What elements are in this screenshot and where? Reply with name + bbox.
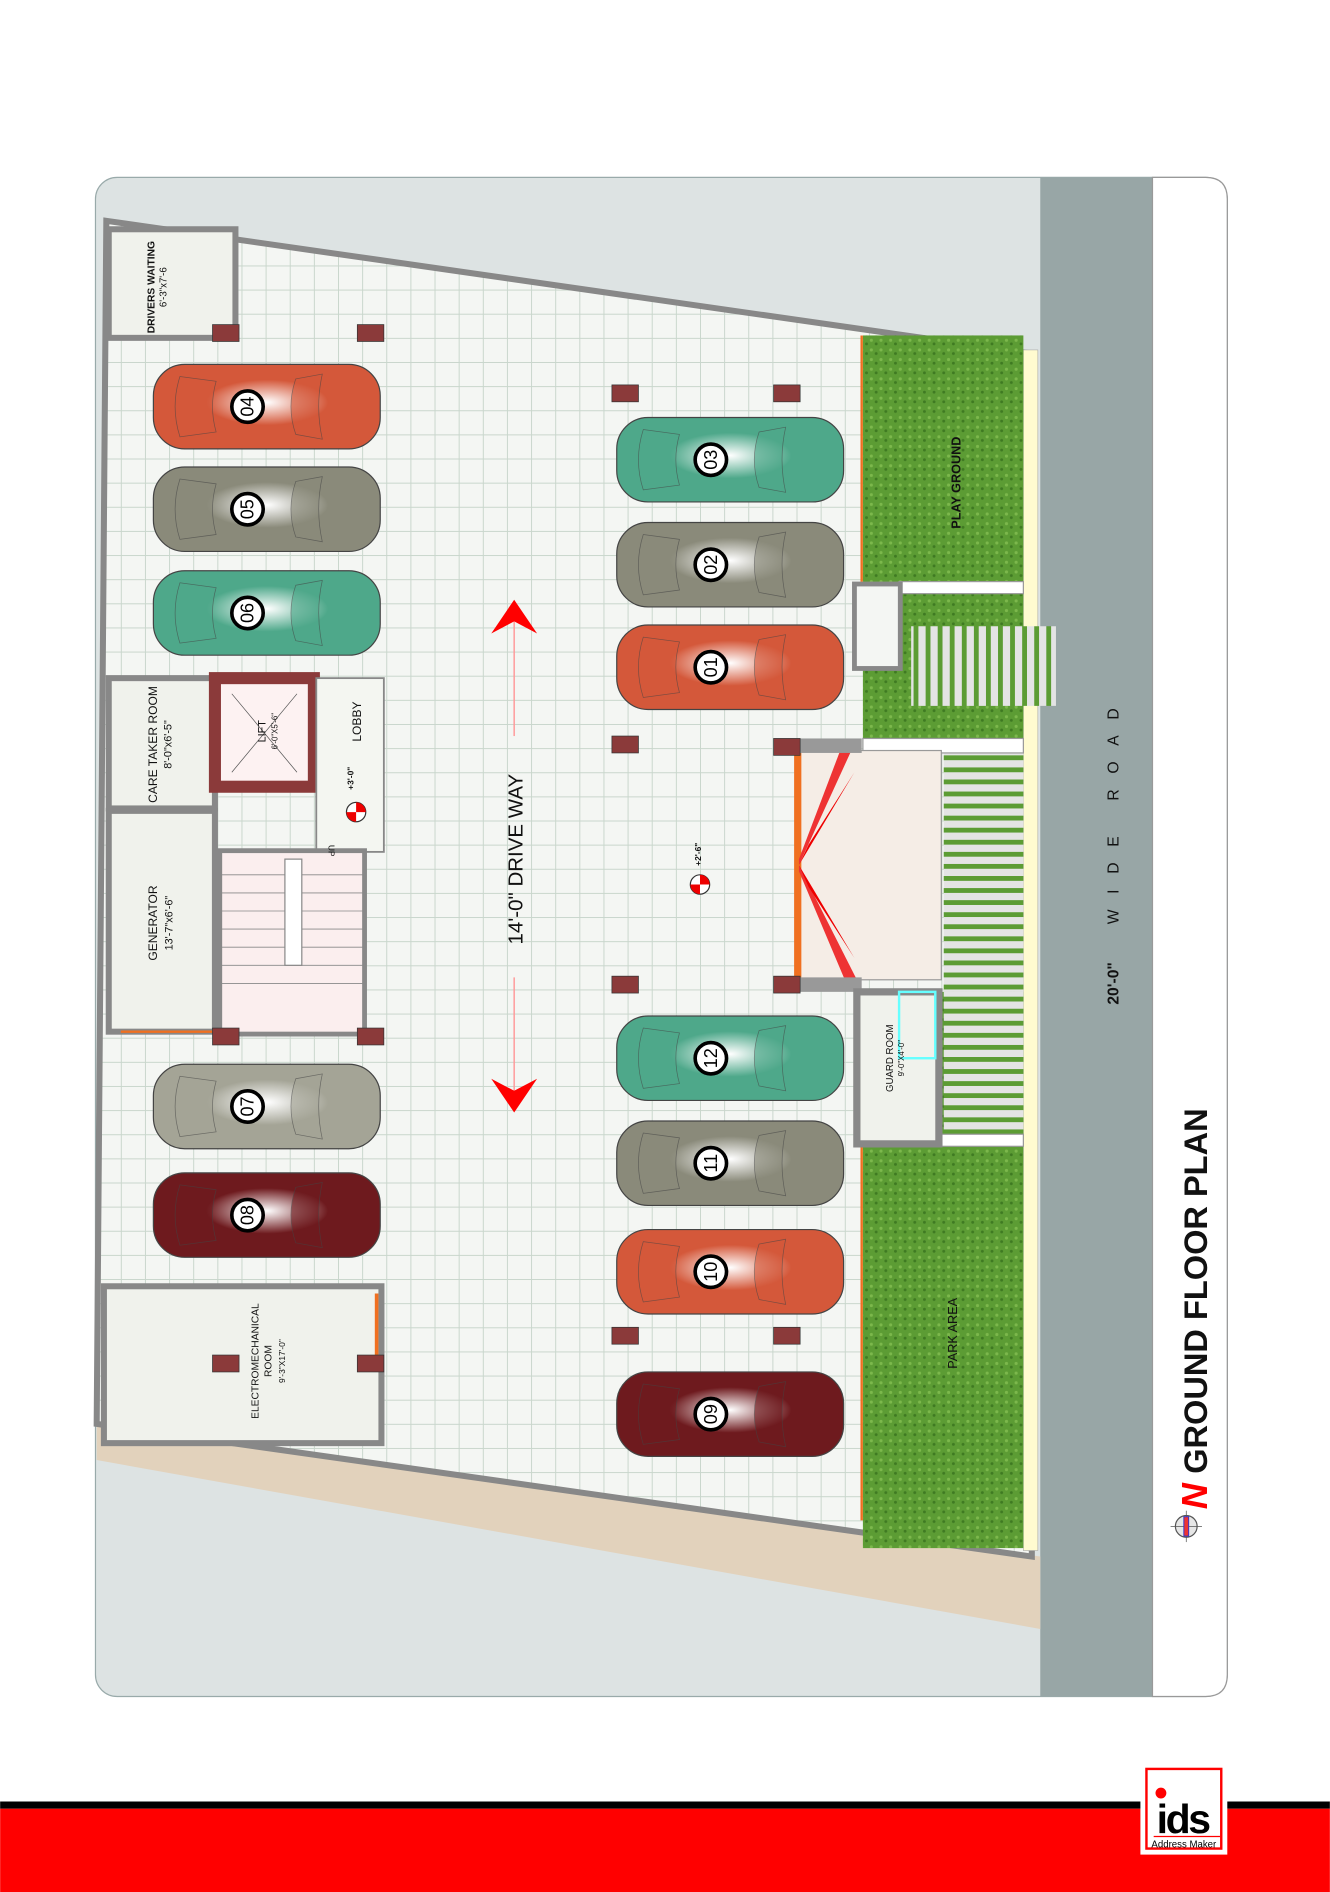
generator-room xyxy=(105,807,218,1035)
footer-band xyxy=(0,1808,1330,1892)
car-number: 10 xyxy=(701,1262,721,1282)
lift-size: 6'-0"X5'-6" xyxy=(271,713,280,750)
car-number: 12 xyxy=(701,1048,721,1068)
north-arrow-icon xyxy=(1170,1510,1202,1543)
generator-size: 13'-7"x6'-6" xyxy=(164,896,176,951)
north-label: N xyxy=(1174,1482,1215,1509)
parking-car-08: 08 xyxy=(152,1172,381,1258)
car-number: 06 xyxy=(238,603,258,623)
planter xyxy=(852,581,903,671)
front-steps xyxy=(911,626,1056,706)
footer-line xyxy=(0,1801,1330,1809)
title-strip xyxy=(1151,176,1228,1698)
guard-room-label: GUARD ROOM xyxy=(885,1024,896,1092)
drivers-waiting-label: DRIVERS WAITING xyxy=(147,241,158,333)
car-number: 04 xyxy=(238,397,258,417)
guard-room-size: 9'-0"X4'-0" xyxy=(897,1040,906,1077)
parking-car-10: 10 xyxy=(616,1228,845,1315)
arrow-up-icon xyxy=(491,599,538,634)
car-number: 11 xyxy=(701,1154,721,1173)
car-number: 01 xyxy=(701,657,721,677)
parking-car-07: 07 xyxy=(152,1063,381,1150)
care-taker-size: 8'-0"x6'-5" xyxy=(162,720,174,769)
ids-logo: ids Address Maker xyxy=(1140,1765,1228,1855)
lift-label: LIFT xyxy=(257,720,269,743)
level-marker-driveway xyxy=(689,874,711,895)
parking-car-09: 09 xyxy=(616,1371,845,1458)
lobby xyxy=(315,677,385,853)
logo-tagline: Address Maker xyxy=(1151,1839,1217,1850)
drivers-waiting-room xyxy=(105,226,239,341)
arrow-down-icon xyxy=(491,1078,538,1113)
electromechanical-room xyxy=(100,1283,385,1447)
parking-car-01: 01 xyxy=(616,624,845,711)
entrance-ramp xyxy=(798,749,942,981)
road-width: 20'-0" xyxy=(1106,962,1123,1005)
parking-car-11: 11 xyxy=(616,1120,845,1207)
parking-car-06: 06 xyxy=(152,570,381,656)
parking-car-12: 12 xyxy=(616,1015,845,1102)
play-ground-lawn xyxy=(862,335,1024,582)
electromechanical-label: ELECTROMECHANICAL xyxy=(250,1303,261,1419)
boundary-strip xyxy=(96,1423,1041,1629)
care-taker-label: CARE TAKER ROOM xyxy=(146,686,160,803)
level-marker-lobby xyxy=(345,801,367,823)
lift-shaft xyxy=(208,672,320,793)
car-number: 09 xyxy=(701,1404,721,1424)
play-ground-label: PLAY GROUND xyxy=(950,437,964,529)
logo-mark: ids xyxy=(1157,1796,1211,1842)
parking-car-04: 04 xyxy=(152,363,381,450)
driveway-arrows xyxy=(491,599,538,1113)
car-number: 07 xyxy=(238,1096,258,1116)
electromechanical-size: 9'-3"X17'-0" xyxy=(277,1339,287,1383)
lobby-level: +3'-0" xyxy=(346,767,356,790)
park-area-lawn xyxy=(862,1143,1024,1549)
drivers-waiting-size: 6'-3"x7'-6 xyxy=(159,267,170,307)
driveway-label: 14'-0" DRIVE WAY xyxy=(505,773,528,944)
lobby-label: LOBBY xyxy=(350,701,364,741)
generator-label: GENERATOR xyxy=(146,885,160,960)
parking-car-02: 02 xyxy=(616,521,845,608)
road xyxy=(1040,177,1153,1697)
entry-steps xyxy=(943,738,1024,992)
stair-up-label: UP xyxy=(326,845,336,857)
parking-car-03: 03 xyxy=(616,416,845,503)
driveway-level: +2'-6" xyxy=(693,843,703,866)
electromechanical-label-2: ROOM xyxy=(264,1345,275,1377)
car-number: 03 xyxy=(701,450,721,470)
guard-steps xyxy=(943,991,1024,1144)
road-label: WIDE ROAD xyxy=(1106,693,1123,925)
parking-car-05: 05 xyxy=(152,466,381,553)
car-number: 02 xyxy=(701,555,721,575)
page-title: GROUND FLOOR PLAN xyxy=(1178,1108,1214,1473)
pillars xyxy=(212,324,801,1373)
car-number: 05 xyxy=(238,499,258,519)
boundary-footpath xyxy=(1023,349,1039,1551)
car-number: 08 xyxy=(238,1205,258,1225)
park-area-label: PARK AREA xyxy=(946,1297,960,1368)
